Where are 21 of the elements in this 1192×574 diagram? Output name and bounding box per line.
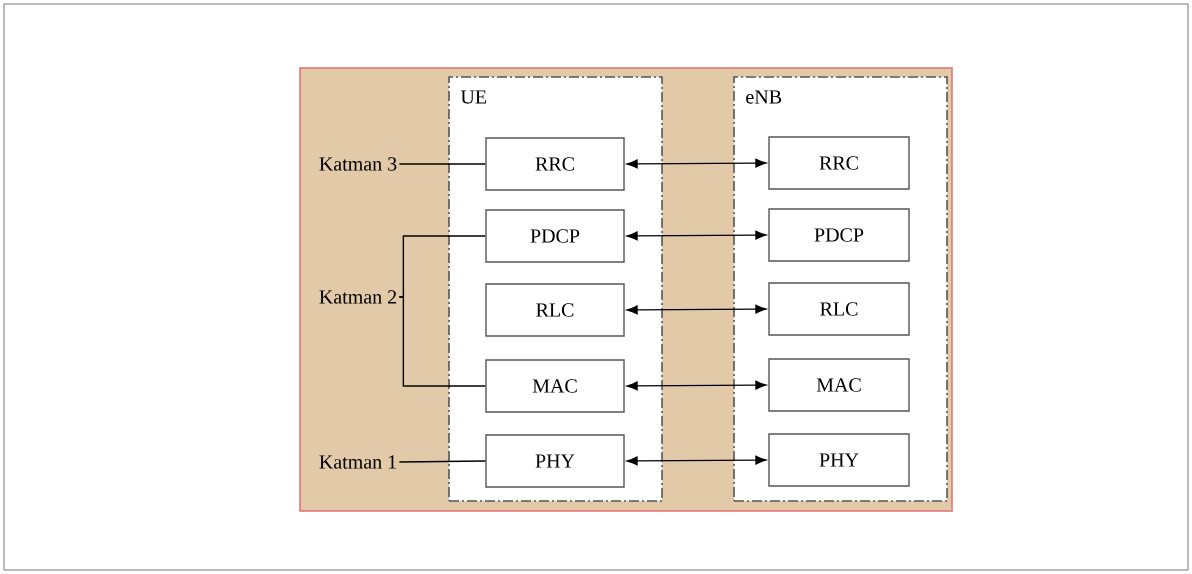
bracket-line: [398, 296, 486, 387]
layer-label: Katman 2: [319, 290, 397, 304]
arrow: [626, 455, 767, 466]
arrow: [626, 158, 767, 169]
layer-box: RRC: [485, 137, 625, 191]
layer-box: MAC: [768, 358, 910, 412]
arrow: [626, 380, 767, 391]
leader-line: [398, 163, 486, 165]
layer-box: RLC: [485, 283, 625, 337]
layer-box: MAC: [485, 359, 625, 413]
layer-label: Katman 3: [319, 157, 397, 171]
layer-label: Katman 1: [319, 455, 396, 469]
leader-line: [398, 460, 486, 463]
layer-box: PHY: [768, 433, 910, 487]
layer-box: PDCP: [768, 208, 910, 262]
arrow: [626, 230, 767, 241]
arrow: [626, 304, 767, 315]
layer-box: PHY: [485, 434, 625, 488]
layer-box: RRC: [768, 136, 910, 190]
layer-box: RLC: [768, 282, 910, 336]
layer-box: PDCP: [485, 209, 625, 263]
